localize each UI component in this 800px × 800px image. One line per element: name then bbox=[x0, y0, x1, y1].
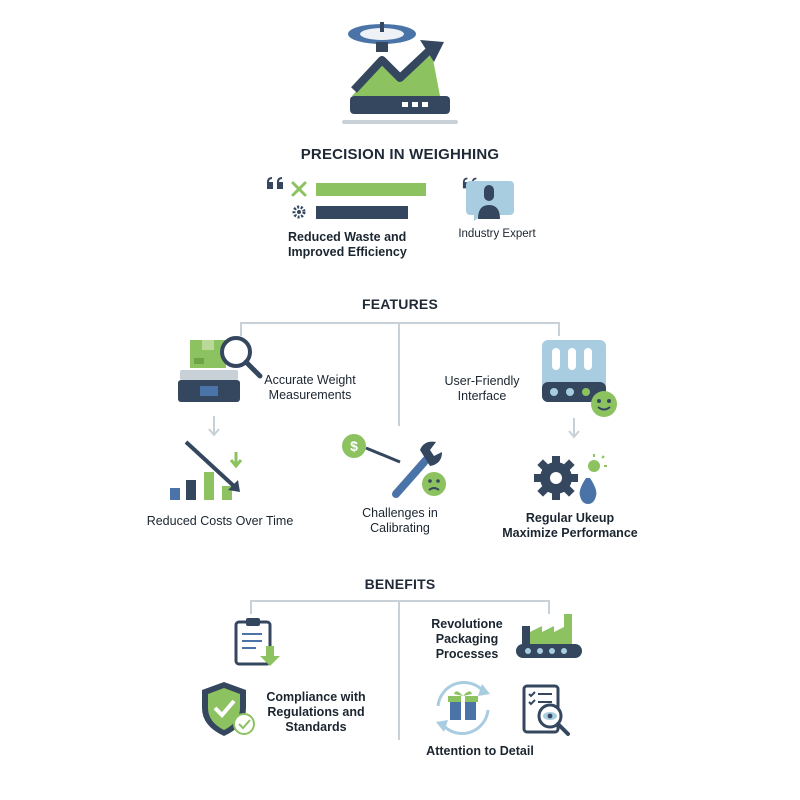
feature-label-costs: Reduced Costs Over Time bbox=[146, 514, 294, 528]
control-panel-icon bbox=[542, 340, 617, 417]
page-title: PRECISION IN WEIGHHING bbox=[300, 146, 500, 163]
scale-growth-icon bbox=[342, 22, 458, 124]
wrench-calibration-icon: $ bbox=[342, 434, 446, 498]
package-scale-search-icon bbox=[178, 336, 263, 402]
benefits-connector-right bbox=[548, 600, 550, 614]
benefit-label-attention: Attention to Detail bbox=[426, 744, 534, 758]
svg-text:$: $ bbox=[350, 438, 358, 454]
features-connector-left bbox=[240, 322, 242, 336]
benefits-connector-horizontal bbox=[250, 600, 550, 602]
progress-bar-green bbox=[316, 183, 426, 196]
features-connector-right bbox=[558, 322, 560, 336]
expert-speaker-icon bbox=[466, 181, 514, 221]
benefit-label-packaging: Revolutione Packaging Processes bbox=[431, 617, 503, 661]
gear-icon bbox=[292, 205, 306, 219]
document-inspection-icon bbox=[522, 684, 570, 736]
features-heading: FEATURES bbox=[361, 296, 438, 312]
features-connector-center bbox=[398, 322, 400, 426]
tools-icon bbox=[291, 181, 307, 197]
quote-label: Industry Expert bbox=[458, 228, 536, 240]
arrow-down-icon bbox=[208, 416, 220, 437]
feature-label-interface: User-Friendly Interface bbox=[444, 374, 520, 403]
progress-bar-navy bbox=[316, 206, 408, 219]
arrow-down-icon bbox=[568, 418, 580, 439]
gear-maintenance-icon bbox=[534, 454, 607, 504]
intro-caption: Reduced Waste and Improved Efficiency bbox=[288, 230, 407, 259]
feature-label-calibrating: Challenges in Calibrating bbox=[362, 506, 438, 535]
benefits-connector-left bbox=[250, 600, 252, 614]
factory-conveyor-icon bbox=[516, 614, 582, 658]
quote-mark-icon bbox=[267, 177, 283, 189]
features-connector-horizontal bbox=[240, 322, 560, 324]
feature-label-accurate: Accurate Weight Measurements bbox=[264, 373, 356, 402]
shield-check-icon bbox=[202, 682, 255, 736]
gift-cycle-icon bbox=[436, 681, 490, 735]
declining-cost-chart-icon bbox=[170, 440, 243, 500]
clipboard-download-icon bbox=[234, 618, 280, 666]
feature-label-ukeup: Regular Ukeup Maximize Performance bbox=[502, 511, 638, 540]
benefits-heading: BENEFITS bbox=[364, 576, 436, 592]
benefits-connector-center bbox=[398, 600, 400, 740]
benefit-label-compliance: Compliance with Regulations and Standard… bbox=[266, 690, 366, 734]
